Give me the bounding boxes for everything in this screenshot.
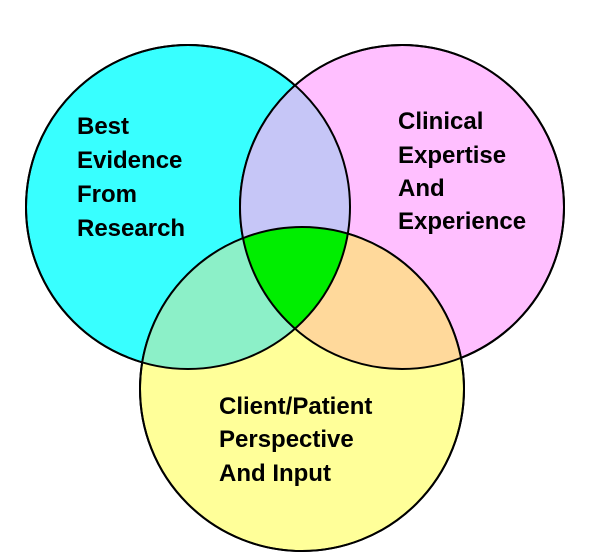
overlap-research-patient [140,227,350,369]
patient-label-line: Perspective [219,426,354,453]
overlap-clinical-patient [240,227,464,369]
clinical-outline [239,44,565,370]
patient-label-line: And Input [219,460,331,487]
patient-label: Client/Patient Perspective And Input [219,393,379,487]
research-label-line: Research [77,215,185,242]
research-label-line: From [77,181,137,208]
research-label-line: Best [77,113,129,140]
clinical-label: Clinical Expertise And Experience [398,108,526,235]
patient-outline [139,226,465,552]
clinical-label-line: Clinical [398,108,483,135]
research-label-line: Evidence [77,147,182,174]
clinical-label-line: And [398,175,445,202]
clinical-label-line: Experience [398,208,526,235]
clinical-label-line: Expertise [398,142,506,169]
patient-label-line: Client/Patient [219,393,372,420]
research-label: Best Evidence From Research [77,113,189,242]
research-outline [25,44,351,370]
